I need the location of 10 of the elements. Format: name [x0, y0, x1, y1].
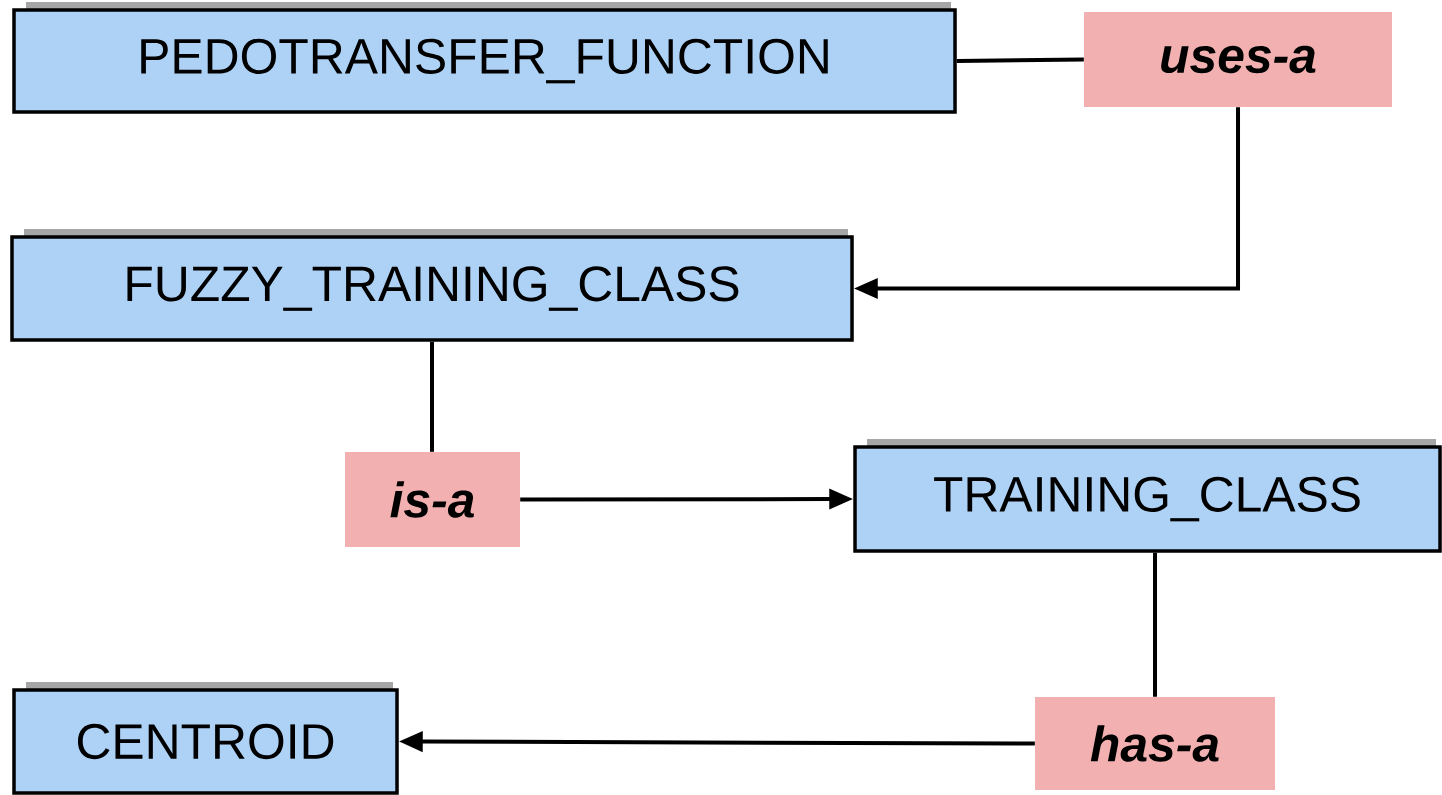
connector-line — [1153, 552, 1157, 697]
connector-line — [430, 341, 434, 452]
relation-box: is-a — [345, 452, 520, 547]
class-box: FUZZY_TRAINING_CLASS — [10, 229, 854, 342]
class-box: TRAINING_CLASS — [853, 439, 1442, 553]
class-box: PEDOTRANSFER_FUNCTION — [12, 2, 957, 114]
relation-box: uses-a — [1084, 12, 1392, 107]
class-box: CENTROID — [12, 682, 399, 795]
relation-box: has-a — [1035, 697, 1275, 790]
connector-line — [956, 57, 1084, 63]
